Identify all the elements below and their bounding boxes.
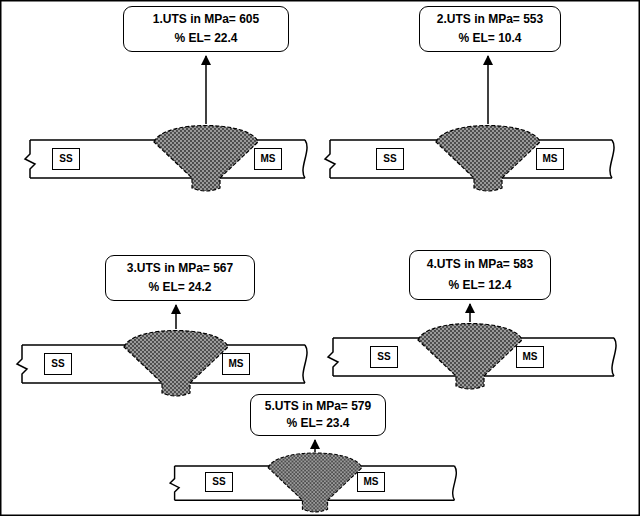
property-value: 3.UTS in MPa= 567 (127, 262, 233, 276)
result-callout: 1.UTS in MPa= 605 % EL= 22.4 (123, 6, 289, 52)
property-value: 1.UTS in MPa= 605 (153, 13, 259, 27)
material-code: SS (59, 153, 72, 165)
metal-label-box: MS (254, 148, 282, 170)
metal-label-box: SS (376, 148, 404, 170)
property-value: % EL= 24.2 (148, 281, 211, 295)
property-value: 4.UTS in MPa= 583 (427, 258, 533, 272)
property-value: % EL= 23.4 (286, 417, 349, 431)
property-value: 2.UTS in MPa= 553 (437, 13, 543, 27)
leader-arrow (175, 305, 177, 329)
property-value: % EL= 12.4 (448, 279, 511, 293)
metal-label-box: SS (52, 148, 80, 170)
result-callout: 5.UTS in MPa= 579 % EL= 23.4 (250, 394, 386, 436)
metal-label-box: MS (357, 472, 385, 492)
leader-arrow (205, 56, 207, 124)
material-code: MS (261, 153, 276, 165)
material-code: MS (543, 153, 558, 165)
result-callout: 4.UTS in MPa= 583 % EL= 12.4 (409, 250, 551, 300)
material-code: MS (364, 476, 379, 488)
leader-arrow (469, 304, 471, 322)
result-callout: 3.UTS in MPa= 567 % EL= 24.2 (105, 255, 255, 301)
weld-joint (325, 126, 614, 192)
weld-joint (170, 453, 456, 512)
material-code: SS (377, 351, 390, 363)
metal-label-box: SS (44, 353, 72, 375)
leader-arrow (487, 56, 489, 124)
material-code: MS (523, 351, 538, 363)
material-code: SS (212, 476, 225, 488)
metal-label-box: MS (536, 148, 564, 170)
material-code: MS (229, 358, 244, 370)
property-value: % EL= 22.4 (174, 32, 237, 46)
weld-joint (17, 331, 307, 397)
weld-joint (328, 324, 616, 390)
metal-label-box: MS (516, 346, 544, 368)
property-value: % EL= 10.4 (458, 32, 521, 46)
property-value: 5.UTS in MPa= 579 (265, 400, 371, 414)
metal-label-box: MS (222, 353, 250, 375)
result-callout: 2.UTS in MPa= 553 % EL= 10.4 (419, 6, 561, 52)
metal-label-box: SS (205, 472, 233, 492)
weld-joint (25, 126, 307, 192)
leader-arrow (314, 440, 316, 452)
metal-label-box: SS (370, 346, 398, 368)
material-code: SS (383, 153, 396, 165)
material-code: SS (51, 358, 64, 370)
